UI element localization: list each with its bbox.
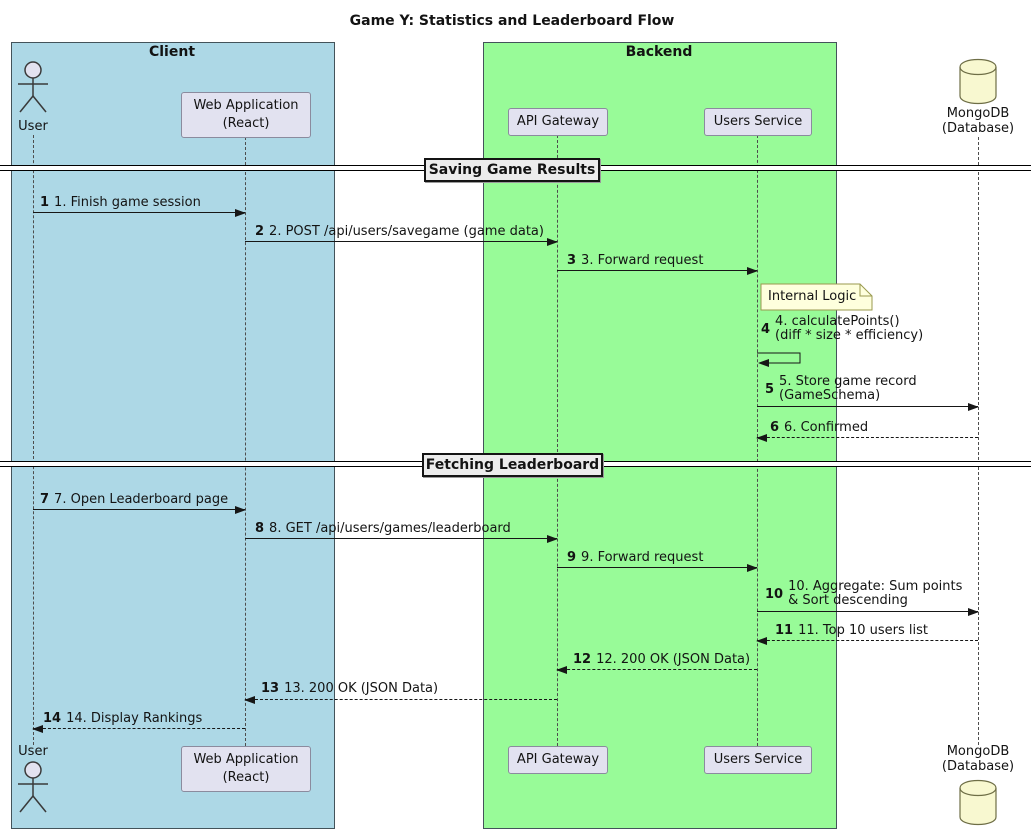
database-icon <box>959 58 997 105</box>
message-text-14: 14. Display Rankings <box>66 711 203 726</box>
group-label-client: Client <box>148 44 196 60</box>
message-text-5: 5. Store game record (GameSchema) <box>779 374 917 403</box>
message-label-12: 12 12. 200 OK (JSON Data) <box>573 652 750 667</box>
participant-box-webapp-top: Web Application (React) <box>181 92 311 138</box>
participant-box-webapp-bottom: Web Application (React) <box>181 746 311 792</box>
message-label-1: 1 1. Finish game session <box>40 195 201 210</box>
message-text-1: 1. Finish game session <box>54 195 201 210</box>
lifeline-mongodb <box>978 137 979 745</box>
message-label-11: 11 11. Top 10 users list <box>775 623 928 638</box>
message-seq-12: 12 <box>573 652 592 667</box>
participant-box-users-service-top: Users Service <box>704 108 812 136</box>
message-text-8: 8. GET /api/users/games/leaderboard <box>269 521 511 536</box>
message-seq-4: 4 <box>761 321 771 337</box>
message-arrow-7 <box>33 506 246 514</box>
group-box-client <box>11 42 335 829</box>
message-arrow-8 <box>245 535 558 543</box>
divider-label-2: Fetching Leaderboard <box>422 453 603 477</box>
message-seq-1: 1 <box>40 195 50 210</box>
message-label-6: 6 6. Confirmed <box>770 420 868 435</box>
message-arrow-13 <box>244 696 557 704</box>
message-text-13: 13. 200 OK (JSON Data) <box>284 681 439 696</box>
message-text-11: 11. Top 10 users list <box>798 623 928 638</box>
message-seq-8: 8 <box>255 521 265 536</box>
lifeline-user <box>33 135 34 745</box>
message-label-7: 7 7. Open Leaderboard page <box>40 492 228 507</box>
message-arrow-4-self <box>757 352 801 367</box>
message-text-12: 12. 200 OK (JSON Data) <box>596 652 751 667</box>
divider-label-1: Saving Game Results <box>424 158 600 182</box>
participant-label-mongodb-top: MongoDB (Database) <box>941 106 1015 136</box>
note-icon <box>760 283 873 311</box>
message-label-2: 2 2. POST /api/users/savegame (game data) <box>255 224 544 239</box>
message-arrow-9 <box>557 564 758 572</box>
message-seq-7: 7 <box>40 492 50 507</box>
message-seq-11: 11 <box>775 623 794 638</box>
note-label: Internal Logic <box>768 289 857 304</box>
message-label-9: 9 9. Forward request <box>567 550 703 565</box>
message-seq-2: 2 <box>255 224 265 239</box>
message-arrow-11 <box>756 637 978 645</box>
participant-box-users-service-bottom: Users Service <box>704 746 812 774</box>
message-seq-14: 14 <box>43 711 62 726</box>
message-seq-6: 6 <box>770 420 780 435</box>
message-seq-5: 5 <box>765 381 775 397</box>
actor-icon-bottom <box>18 761 48 813</box>
message-arrow-3 <box>557 267 758 275</box>
message-text-3: 3. Forward request <box>581 253 704 268</box>
message-seq-9: 9 <box>567 550 577 565</box>
message-label-14: 14 14. Display Rankings <box>43 711 202 726</box>
participant-label-user-bottom: User <box>18 744 48 759</box>
message-label-13: 13 13. 200 OK (JSON Data) <box>261 681 438 696</box>
actor-icon <box>18 61 48 113</box>
message-arrow-5 <box>757 403 979 411</box>
message-text-9: 9. Forward request <box>581 550 704 565</box>
message-text-6: 6. Confirmed <box>784 420 869 435</box>
message-arrow-10 <box>757 608 979 616</box>
message-label-3: 3 3. Forward request <box>567 253 703 268</box>
message-seq-10: 10 <box>765 586 784 602</box>
lifeline-gateway <box>557 135 558 746</box>
participant-label-user-top: User <box>18 119 48 134</box>
database-icon-bottom <box>959 779 997 826</box>
message-text-4: 4. calculatePoints() (diff * size * effi… <box>775 314 924 343</box>
message-arrow-1 <box>33 209 246 217</box>
group-label-backend: Backend <box>625 44 693 60</box>
message-arrow-6 <box>756 434 978 442</box>
message-label-8: 8 8. GET /api/users/games/leaderboard <box>255 521 511 536</box>
message-text-2: 2. POST /api/users/savegame (game data) <box>269 224 544 239</box>
diagram-title: Game Y: Statistics and Leaderboard Flow <box>349 13 675 29</box>
message-seq-13: 13 <box>261 681 280 696</box>
participant-label-mongodb-bottom: MongoDB (Database) <box>941 744 1015 774</box>
message-arrow-14 <box>32 725 245 733</box>
message-seq-3: 3 <box>567 253 577 268</box>
message-arrow-2 <box>245 238 558 246</box>
message-text-10: 10. Aggregate: Sum points & Sort descend… <box>788 579 963 608</box>
participant-box-gateway-top: API Gateway <box>508 108 608 136</box>
message-text-7: 7. Open Leaderboard page <box>54 492 229 507</box>
lifeline-webapp <box>245 137 246 746</box>
participant-box-gateway-bottom: API Gateway <box>508 746 608 774</box>
message-arrow-12 <box>556 666 757 674</box>
